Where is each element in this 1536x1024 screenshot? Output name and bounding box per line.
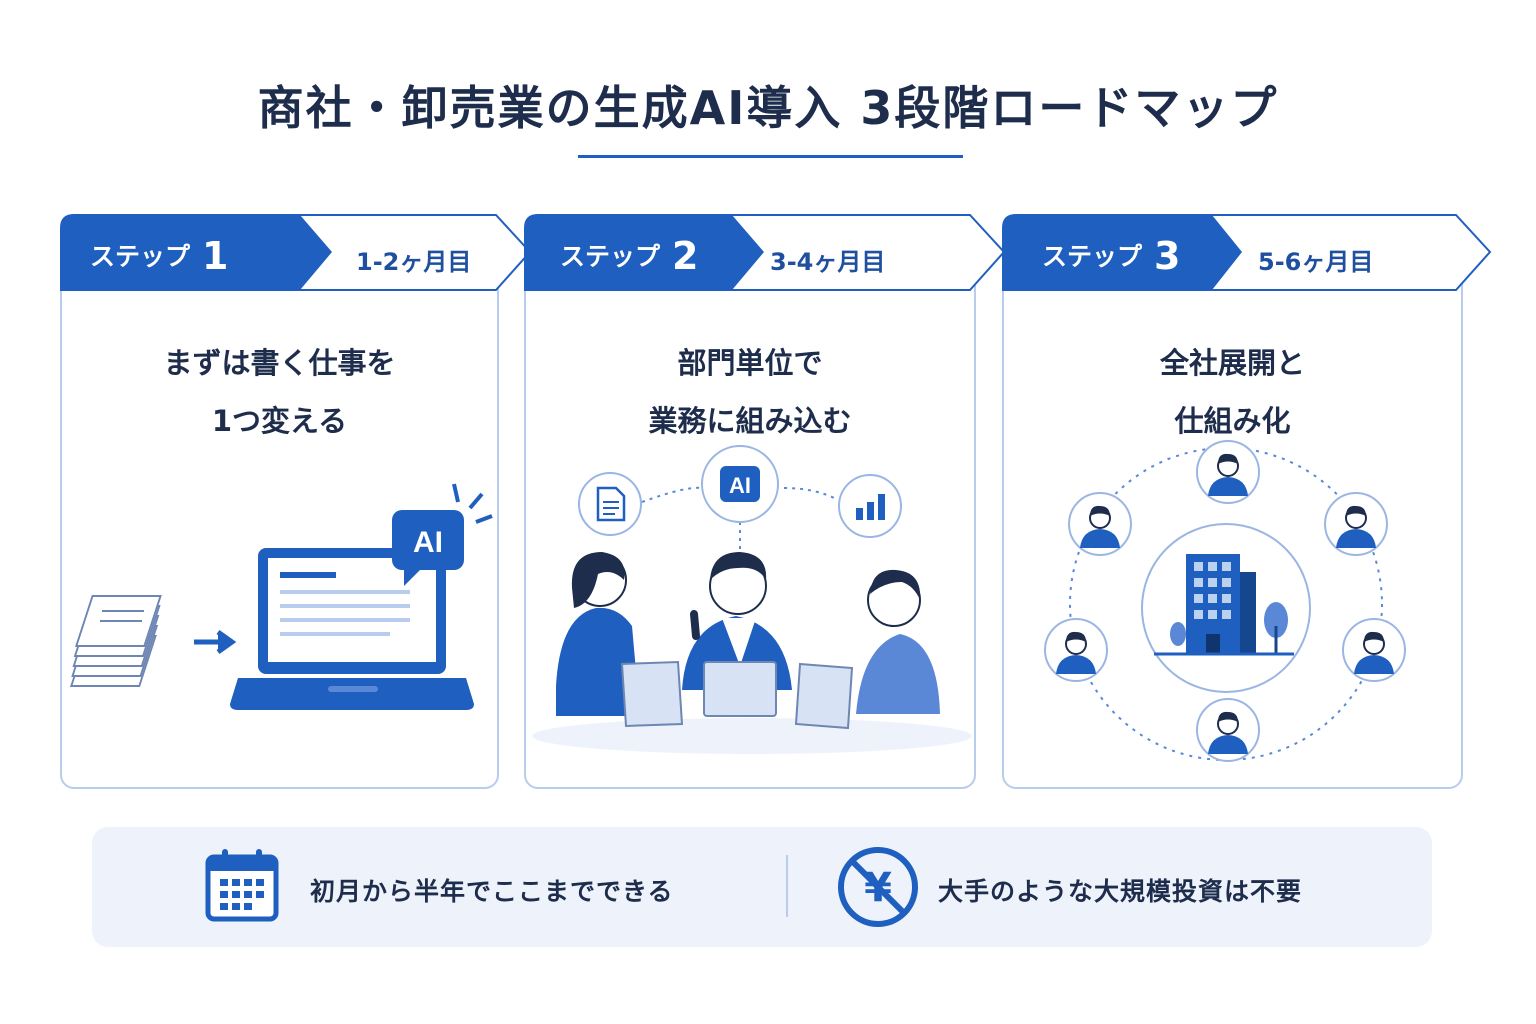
person-avatar-icon — [1342, 618, 1406, 682]
ai-badge-icon: AI — [392, 483, 493, 586]
title-underline — [578, 155, 963, 158]
step-1-title: まずは書く仕事を 1つ変える — [62, 334, 497, 450]
person-avatar-icon — [1196, 698, 1260, 762]
svg-text:AI: AI — [729, 473, 751, 498]
step-2-label: ステップ 2 — [560, 234, 698, 278]
team-meeting-icon — [532, 552, 972, 754]
step-1-title-line1: まずは書く仕事を — [163, 346, 396, 380]
office-building-icon — [1141, 523, 1311, 693]
footer-right-text: 大手のような大規模投資は不要 — [938, 877, 1303, 906]
step-1-title-line2: 1つ変える — [211, 404, 348, 438]
step-3-title: 全社展開と 仕組み化 — [1004, 334, 1461, 450]
step-2-banner — [524, 214, 1006, 291]
summary-panel: 初月から半年でここまでできる ¥ 大手のような大規模投資は不要 — [92, 827, 1432, 947]
footer-divider — [786, 855, 788, 917]
ai-circle-icon: AI — [701, 445, 779, 523]
person-avatar-icon — [1196, 440, 1260, 504]
step-2-title-line2: 業務に組み込む — [648, 404, 852, 438]
step-1-label: ステップ 1 — [90, 234, 228, 278]
arrow-right-icon — [194, 629, 237, 655]
bar-chart-icon — [838, 474, 902, 538]
step-1-card: ステップ 1 1-2ヶ月目 まずは書く仕事を 1つ変える — [60, 214, 532, 789]
step-2-card: ステップ 2 3-4ヶ月目 部門単位で 業務に組み込む AI — [524, 214, 1006, 789]
document-stack-icon — [69, 595, 162, 687]
step-label-text: ステップ — [560, 242, 661, 271]
page-title: 商社・卸売業の生成AI導入 3段階ロードマップ — [257, 81, 1279, 135]
svg-text:¥: ¥ — [864, 865, 892, 911]
step-number: 1 — [202, 234, 229, 278]
step-2-title-line1: 部門単位で — [677, 346, 823, 380]
step-2-period: 3-4ヶ月目 — [770, 248, 886, 276]
step-label-text: ステップ — [90, 242, 191, 271]
person-avatar-icon — [1044, 618, 1108, 682]
step-2-title: 部門単位で 業務に組み込む — [526, 334, 974, 450]
person-avatar-icon — [1324, 492, 1388, 556]
step-number: 2 — [672, 234, 699, 278]
step-1-illustration: AI — [69, 483, 493, 710]
laptop-icon — [230, 548, 474, 710]
step-1-banner — [60, 214, 532, 291]
step-2-illustration: AI — [532, 445, 972, 754]
step-1-header: ステップ 1 1-2ヶ月目 — [60, 214, 532, 292]
step-3-banner — [1002, 214, 1492, 291]
calendar-icon — [205, 849, 279, 922]
step-1-period: 1-2ヶ月目 — [356, 248, 472, 276]
person-avatar-icon — [1068, 492, 1132, 556]
step-number: 3 — [1154, 234, 1181, 278]
step-3-title-line1: 全社展開と — [1159, 346, 1305, 380]
document-icon — [578, 472, 642, 536]
step-3-title-line2: 仕組み化 — [1174, 404, 1291, 438]
svg-text:AI: AI — [413, 526, 443, 559]
step-2-header: ステップ 2 3-4ヶ月目 — [524, 214, 1008, 292]
person-avatar-icon — [1044, 440, 1406, 762]
step-3-period: 5-6ヶ月目 — [1258, 248, 1374, 276]
step-3-card: ステップ 3 5-6ヶ月目 全社展開と 仕組み化 — [1002, 214, 1492, 789]
step-3-header: ステップ 3 5-6ヶ月目 — [1002, 214, 1495, 292]
step-label-text: ステップ — [1042, 242, 1143, 271]
footer-left-text: 初月から半年でここまでできる — [310, 877, 674, 906]
step-3-label: ステップ 3 — [1042, 234, 1180, 278]
step-3-illustration — [1044, 440, 1406, 762]
no-yen-icon: ¥ — [838, 847, 918, 927]
